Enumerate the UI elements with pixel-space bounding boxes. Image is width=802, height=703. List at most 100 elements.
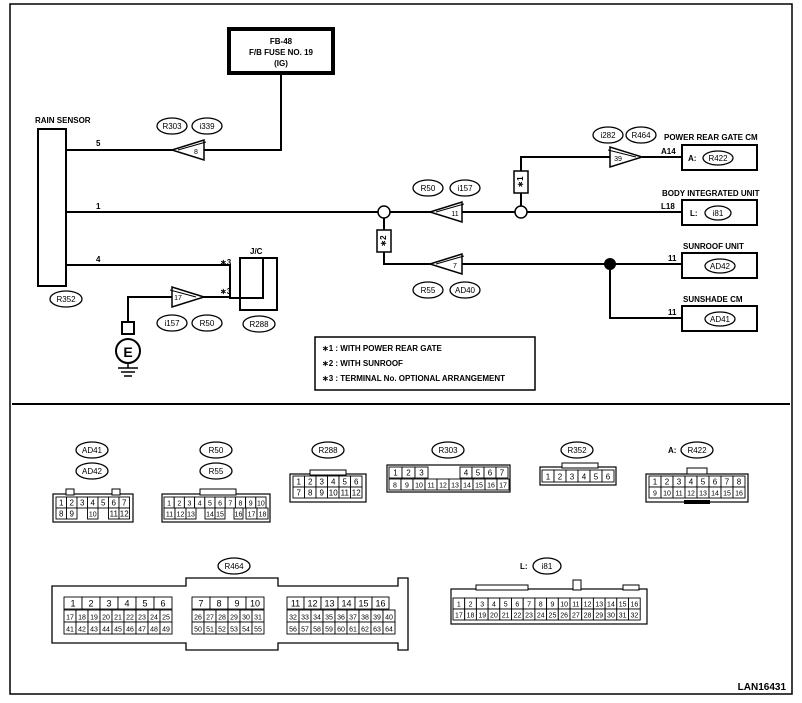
pin-label: 2 [88, 599, 93, 609]
tag-label: R50 [421, 184, 436, 193]
pin-label: 14 [206, 512, 214, 519]
pin-label: 32 [630, 613, 638, 620]
pin-label: 9 [320, 489, 325, 498]
rain-sensor-pin-1: 1 [96, 202, 101, 211]
module-connector: R422 [708, 154, 728, 163]
pin-label: 10 [329, 489, 338, 498]
splice-joint [604, 258, 616, 270]
pin-label: 11 [341, 489, 350, 498]
connector-tag [156, 314, 188, 332]
pin-label: 17 [455, 613, 463, 620]
pin-number: 8 [194, 149, 198, 156]
pin-label: 51 [206, 627, 214, 634]
rain-sensor-pin-4: 4 [96, 255, 101, 264]
connector-tag [560, 441, 594, 459]
pin-label: 2 [665, 478, 670, 487]
pin-label: 35 [325, 615, 333, 622]
module-pin: 11 [668, 308, 677, 317]
connector-arrow [169, 138, 205, 162]
pin-label: 9 [70, 510, 75, 519]
connector-tag [412, 281, 444, 299]
tag-prefix: L: [520, 562, 528, 571]
pin-label: 15 [723, 491, 731, 498]
connector-r50: R50 i157 11 [412, 179, 481, 224]
jc-mark-top: ∗3 [220, 258, 232, 267]
pin-label: 4 [198, 501, 202, 508]
pin-label: 3 [419, 469, 424, 478]
pin-label: 12 [177, 512, 185, 519]
ground-letter: E [123, 344, 132, 360]
tag-label: R50 [200, 319, 215, 328]
pin-label: 11 [110, 510, 119, 519]
pin-label: 2 [406, 469, 411, 478]
pin-label: 11 [166, 512, 173, 519]
pin-label: 18 [467, 613, 475, 620]
pin-label: 7 [527, 602, 531, 609]
pin-label: 3 [677, 478, 682, 487]
pin-cell [214, 507, 226, 520]
pin-cell [233, 507, 244, 520]
pin-label: 7 [198, 599, 203, 609]
connector-tag [680, 441, 714, 459]
pin-label: 17 [66, 615, 74, 622]
pin-label: 5 [208, 501, 212, 508]
connector-tag [702, 150, 734, 166]
mark-1: ∗1 [516, 176, 525, 188]
pin-cell [87, 507, 99, 520]
pin-label: 1 [167, 501, 171, 508]
pin-label: 4 [582, 473, 587, 482]
pin-label: 13 [451, 483, 459, 490]
pin-number: 17 [174, 295, 182, 302]
pin-label: 15 [358, 599, 368, 609]
pin-label: 2 [70, 499, 75, 508]
legend: ∗1 : WITH POWER REAR GATE ∗2 : WITH SUNR… [314, 336, 536, 391]
pin-label: 3 [106, 599, 111, 609]
pin-label: 26 [194, 615, 202, 622]
pin-label: 12 [307, 599, 317, 609]
tag-label: i282 [600, 131, 616, 140]
pin-cell [628, 608, 641, 621]
connector-tag [311, 441, 345, 459]
module-power-rear-gate: POWER REAR GATE CM A14 A: R422 [661, 133, 758, 171]
pin-label: 6 [218, 501, 222, 508]
pin-label: 1 [59, 499, 64, 508]
pin-label: 2 [558, 473, 563, 482]
pin-label: 10 [250, 599, 260, 609]
pin-label: 64 [385, 627, 393, 634]
pin-label: 6 [606, 473, 611, 482]
pin-cell [66, 507, 78, 520]
pin-cell [496, 478, 510, 491]
pin-label: 4 [91, 499, 96, 508]
pin-number: 7 [453, 263, 457, 270]
pin-label: 36 [337, 615, 345, 622]
pin-label: 7 [725, 478, 730, 487]
legend-line-1: ∗1 : WITH POWER REAR GATE [322, 344, 443, 353]
pin-label: 1 [457, 602, 461, 609]
pin-label: 3 [480, 602, 484, 609]
pin-label: 60 [337, 627, 345, 634]
pin-cell [153, 596, 173, 610]
pin-label: 8 [737, 478, 742, 487]
pin-label: 10 [89, 512, 97, 519]
pin-label: 10 [257, 501, 265, 508]
fuse-label-3: (IG) [274, 59, 288, 68]
connector-arrow [171, 285, 207, 309]
tag-label: R55 [209, 467, 224, 476]
fuse-label-1: FB-48 [270, 37, 293, 46]
pin-label: 29 [595, 613, 603, 620]
pin-label: 42 [78, 627, 86, 634]
pin-label: 21 [502, 613, 510, 620]
pin-cell [382, 621, 396, 635]
pin-label: 22 [126, 615, 134, 622]
pin-label: 13 [595, 602, 603, 609]
pin-label: 16 [235, 512, 243, 519]
connector-tag [191, 314, 223, 332]
pin-label: 13 [324, 599, 334, 609]
rain-sensor-pin-5: 5 [96, 139, 101, 148]
